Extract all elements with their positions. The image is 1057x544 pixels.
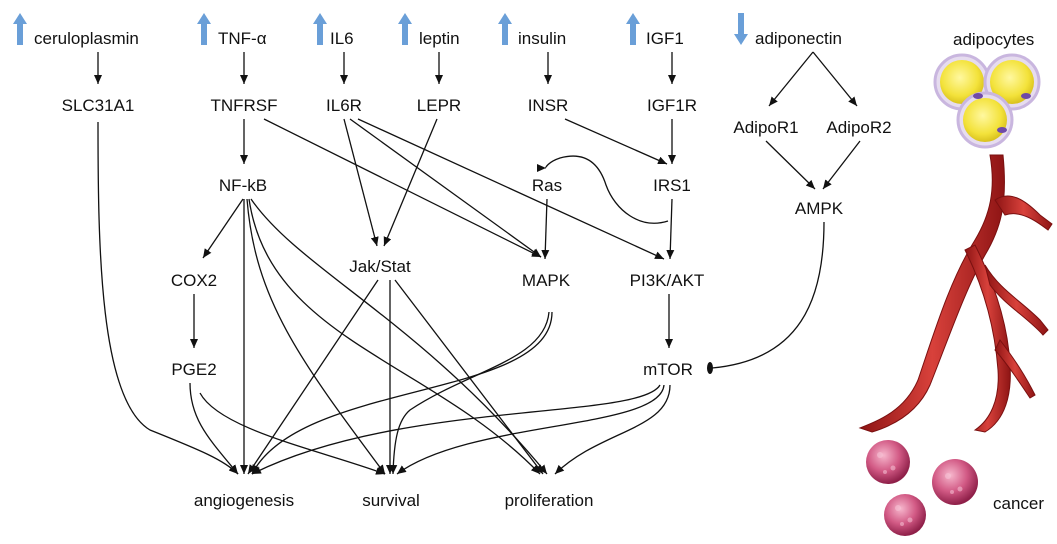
edge-lepr-jakstat bbox=[383, 118, 438, 247]
factor-il6: IL6 bbox=[313, 13, 354, 48]
factor-igf1: IGF1 bbox=[626, 13, 684, 48]
outcome-survival: survival bbox=[362, 491, 420, 510]
edge-jakstat-angiogenesis bbox=[247, 279, 379, 475]
edge-mtor-survival bbox=[396, 384, 665, 475]
node-adipor2: AdipoR2 bbox=[826, 118, 891, 137]
arrow-up-icon bbox=[197, 13, 211, 45]
edge-nfkb-cox2 bbox=[202, 198, 244, 259]
arrow-down-icon bbox=[734, 13, 748, 45]
edge-adiponectin-adipor1 bbox=[768, 51, 814, 107]
edge-nfkb-proliferation bbox=[248, 198, 541, 475]
arrow-up-icon bbox=[398, 13, 412, 45]
edge-il6r-pi3k bbox=[357, 118, 665, 260]
outcome-proliferation: proliferation bbox=[505, 491, 594, 510]
arrow-up-icon bbox=[313, 13, 327, 45]
blood-vessel-icon bbox=[858, 154, 1053, 433]
arrow-up-icon bbox=[626, 13, 640, 45]
node-slc31a1: SLC31A1 bbox=[62, 96, 135, 115]
edge-nfkb-proliferation-b bbox=[250, 198, 548, 475]
edge-slc31a1-angiogenesis bbox=[97, 121, 239, 475]
adipocytes-label: adipocytes bbox=[953, 30, 1034, 49]
edge-pge2-survival bbox=[199, 392, 386, 475]
edge-insr-irs1 bbox=[564, 118, 668, 165]
factor-label: IGF1 bbox=[646, 29, 684, 48]
factor-label: ceruloplasmin bbox=[34, 29, 139, 48]
node-adipor1: AdipoR1 bbox=[733, 118, 798, 137]
node-nfkb: NF-kB bbox=[219, 176, 267, 195]
edge-mtor-proliferation bbox=[554, 384, 671, 475]
edge-tnfrsf-mapk bbox=[263, 118, 542, 258]
factor-label: adiponectin bbox=[755, 29, 842, 48]
edge-ras-mapk bbox=[541, 198, 550, 260]
factor-adiponectin: adiponectin bbox=[734, 13, 842, 48]
factor-label: insulin bbox=[518, 29, 566, 48]
edge-mapk-angiogenesis bbox=[251, 311, 553, 475]
edge-ampk-mtor-inhibition bbox=[707, 221, 825, 374]
node-pge2: PGE2 bbox=[171, 360, 216, 379]
node-ras: Ras bbox=[532, 176, 562, 195]
edge-il6r-jakstat bbox=[343, 118, 379, 247]
factor-label: leptin bbox=[419, 29, 460, 48]
factor-label: IL6 bbox=[330, 29, 354, 48]
node-cox2: COX2 bbox=[171, 271, 217, 290]
arrow-up-icon bbox=[13, 13, 27, 45]
cancer-cell-icon bbox=[866, 440, 978, 536]
adipocytes-icon bbox=[933, 53, 1041, 149]
node-tnfrsf: TNFRSF bbox=[210, 96, 277, 115]
factor-label: TNF-α bbox=[218, 29, 267, 48]
edge-adipor1-ampk bbox=[765, 140, 816, 190]
edge-pge2-angiogenesis bbox=[189, 382, 239, 475]
cancer-label: cancer bbox=[993, 494, 1044, 513]
edge-mtor-angiogenesis bbox=[251, 384, 661, 475]
node-insr: INSR bbox=[528, 96, 569, 115]
node-irs1: IRS1 bbox=[653, 176, 691, 195]
node-igf1r: IGF1R bbox=[647, 96, 697, 115]
node-lepr: LEPR bbox=[417, 96, 461, 115]
edge-il6r-mapk bbox=[349, 118, 542, 258]
node-ampk: AMPK bbox=[795, 199, 844, 218]
node-il6r: IL6R bbox=[326, 96, 362, 115]
factor-leptin: leptin bbox=[398, 13, 460, 48]
node-mtor: mTOR bbox=[643, 360, 693, 379]
edge-adipor2-ampk bbox=[822, 140, 861, 190]
node-jakstat: Jak/Stat bbox=[349, 257, 411, 276]
factor-tnf-alpha: TNF-α bbox=[197, 13, 267, 48]
edge-nfkb-survival bbox=[246, 198, 386, 475]
edge-adiponectin-adipor2 bbox=[812, 51, 858, 107]
edge-irs1-pi3k bbox=[666, 198, 675, 260]
edge-mapk-survival bbox=[389, 311, 550, 475]
factor-insulin: insulin bbox=[498, 13, 566, 48]
node-pi3k-akt: PI3K/AKT bbox=[630, 271, 705, 290]
outcome-angiogenesis: angiogenesis bbox=[194, 491, 294, 510]
arrow-up-icon bbox=[498, 13, 512, 45]
node-mapk: MAPK bbox=[522, 271, 571, 290]
edge-irs1-ras-loop bbox=[536, 155, 669, 224]
factor-ceruloplasmin: ceruloplasmin bbox=[13, 13, 139, 48]
